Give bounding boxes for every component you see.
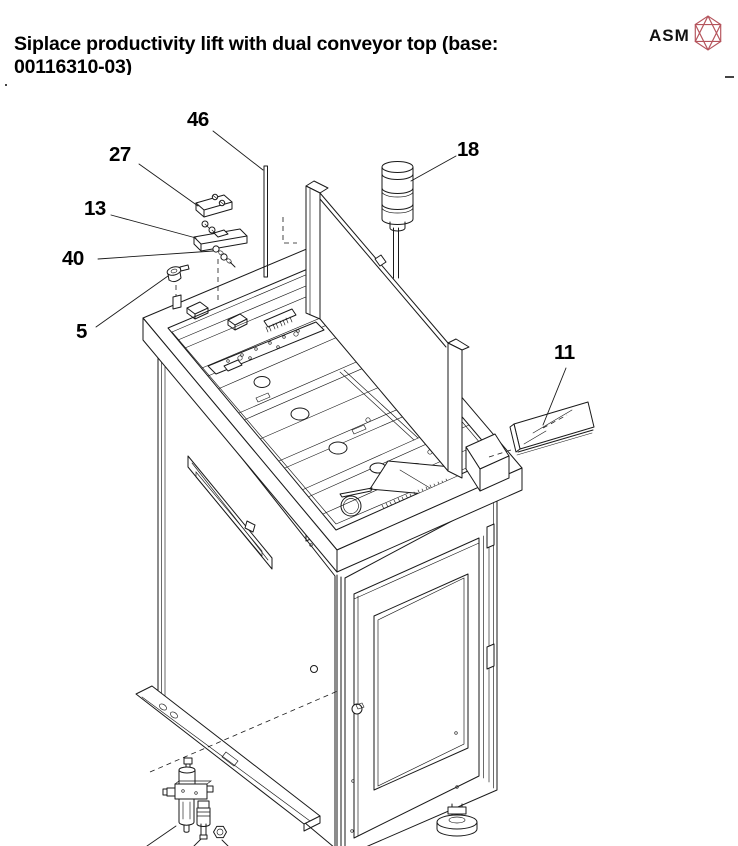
assembly-axis-dashes <box>172 259 219 310</box>
callout-5: 5 <box>76 320 87 343</box>
page-title-line2: 00116310-03) <box>14 56 132 75</box>
conveyor-top <box>142 239 523 573</box>
door-hinges <box>486 523 495 670</box>
rod-part-46 <box>263 165 297 278</box>
hidden-edge-dash <box>282 217 297 244</box>
leveling-foot <box>436 803 478 837</box>
callout-46: 46 <box>187 108 209 131</box>
screws-part-40 <box>212 245 236 268</box>
clamp-block-part-27 <box>195 193 233 218</box>
asm-logo: ASM <box>649 14 729 60</box>
stop-part-5 <box>166 264 190 283</box>
air-filter-unit <box>146 757 229 846</box>
callout-18: 18 <box>457 138 479 161</box>
callout-leader-lines <box>95 130 567 426</box>
asm-logo-text: ASM <box>649 26 690 45</box>
side-vent-slot <box>187 455 273 570</box>
base-alignment-dash <box>149 689 341 773</box>
table-corner-cap <box>465 433 510 492</box>
front-door <box>351 537 480 839</box>
page-artifact-dot <box>5 84 7 86</box>
band-mount-blocks <box>186 301 248 331</box>
callout-11: 11 <box>554 341 575 364</box>
plate-part-11 <box>488 401 595 458</box>
page-title-line1: Siplace productivity lift with dual conv… <box>14 33 499 55</box>
signal-tower-part-18 <box>381 161 414 279</box>
asm-gem-icon <box>694 15 722 51</box>
deck-connector-block <box>263 308 297 333</box>
door-knob <box>351 702 365 715</box>
cover-panel <box>305 180 470 479</box>
hex-plug <box>213 825 227 839</box>
callout-13: 13 <box>84 197 106 220</box>
clamp-bar-part-13 <box>193 220 248 252</box>
machine-cabinet <box>157 351 498 846</box>
page-title: Siplace productivity lift with dual conv… <box>14 33 654 75</box>
callout-40: 40 <box>62 247 84 270</box>
base-plate <box>135 685 321 832</box>
page-artifact-dash <box>725 76 734 78</box>
callout-27: 27 <box>109 143 131 166</box>
